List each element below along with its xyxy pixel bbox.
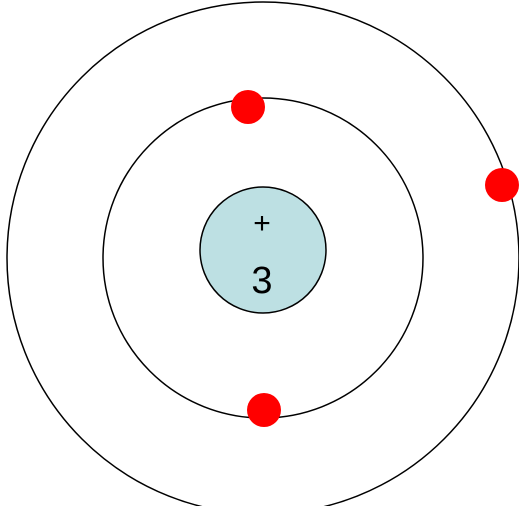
outer-shell [6,1,519,506]
electron-outer-right [485,168,519,202]
electron-inner-top [231,90,265,124]
nucleus-charge-label: + [253,207,271,240]
nucleus-value-label: 3 [251,260,272,302]
nucleus [199,186,327,314]
electron-inner-bottom [247,393,281,427]
